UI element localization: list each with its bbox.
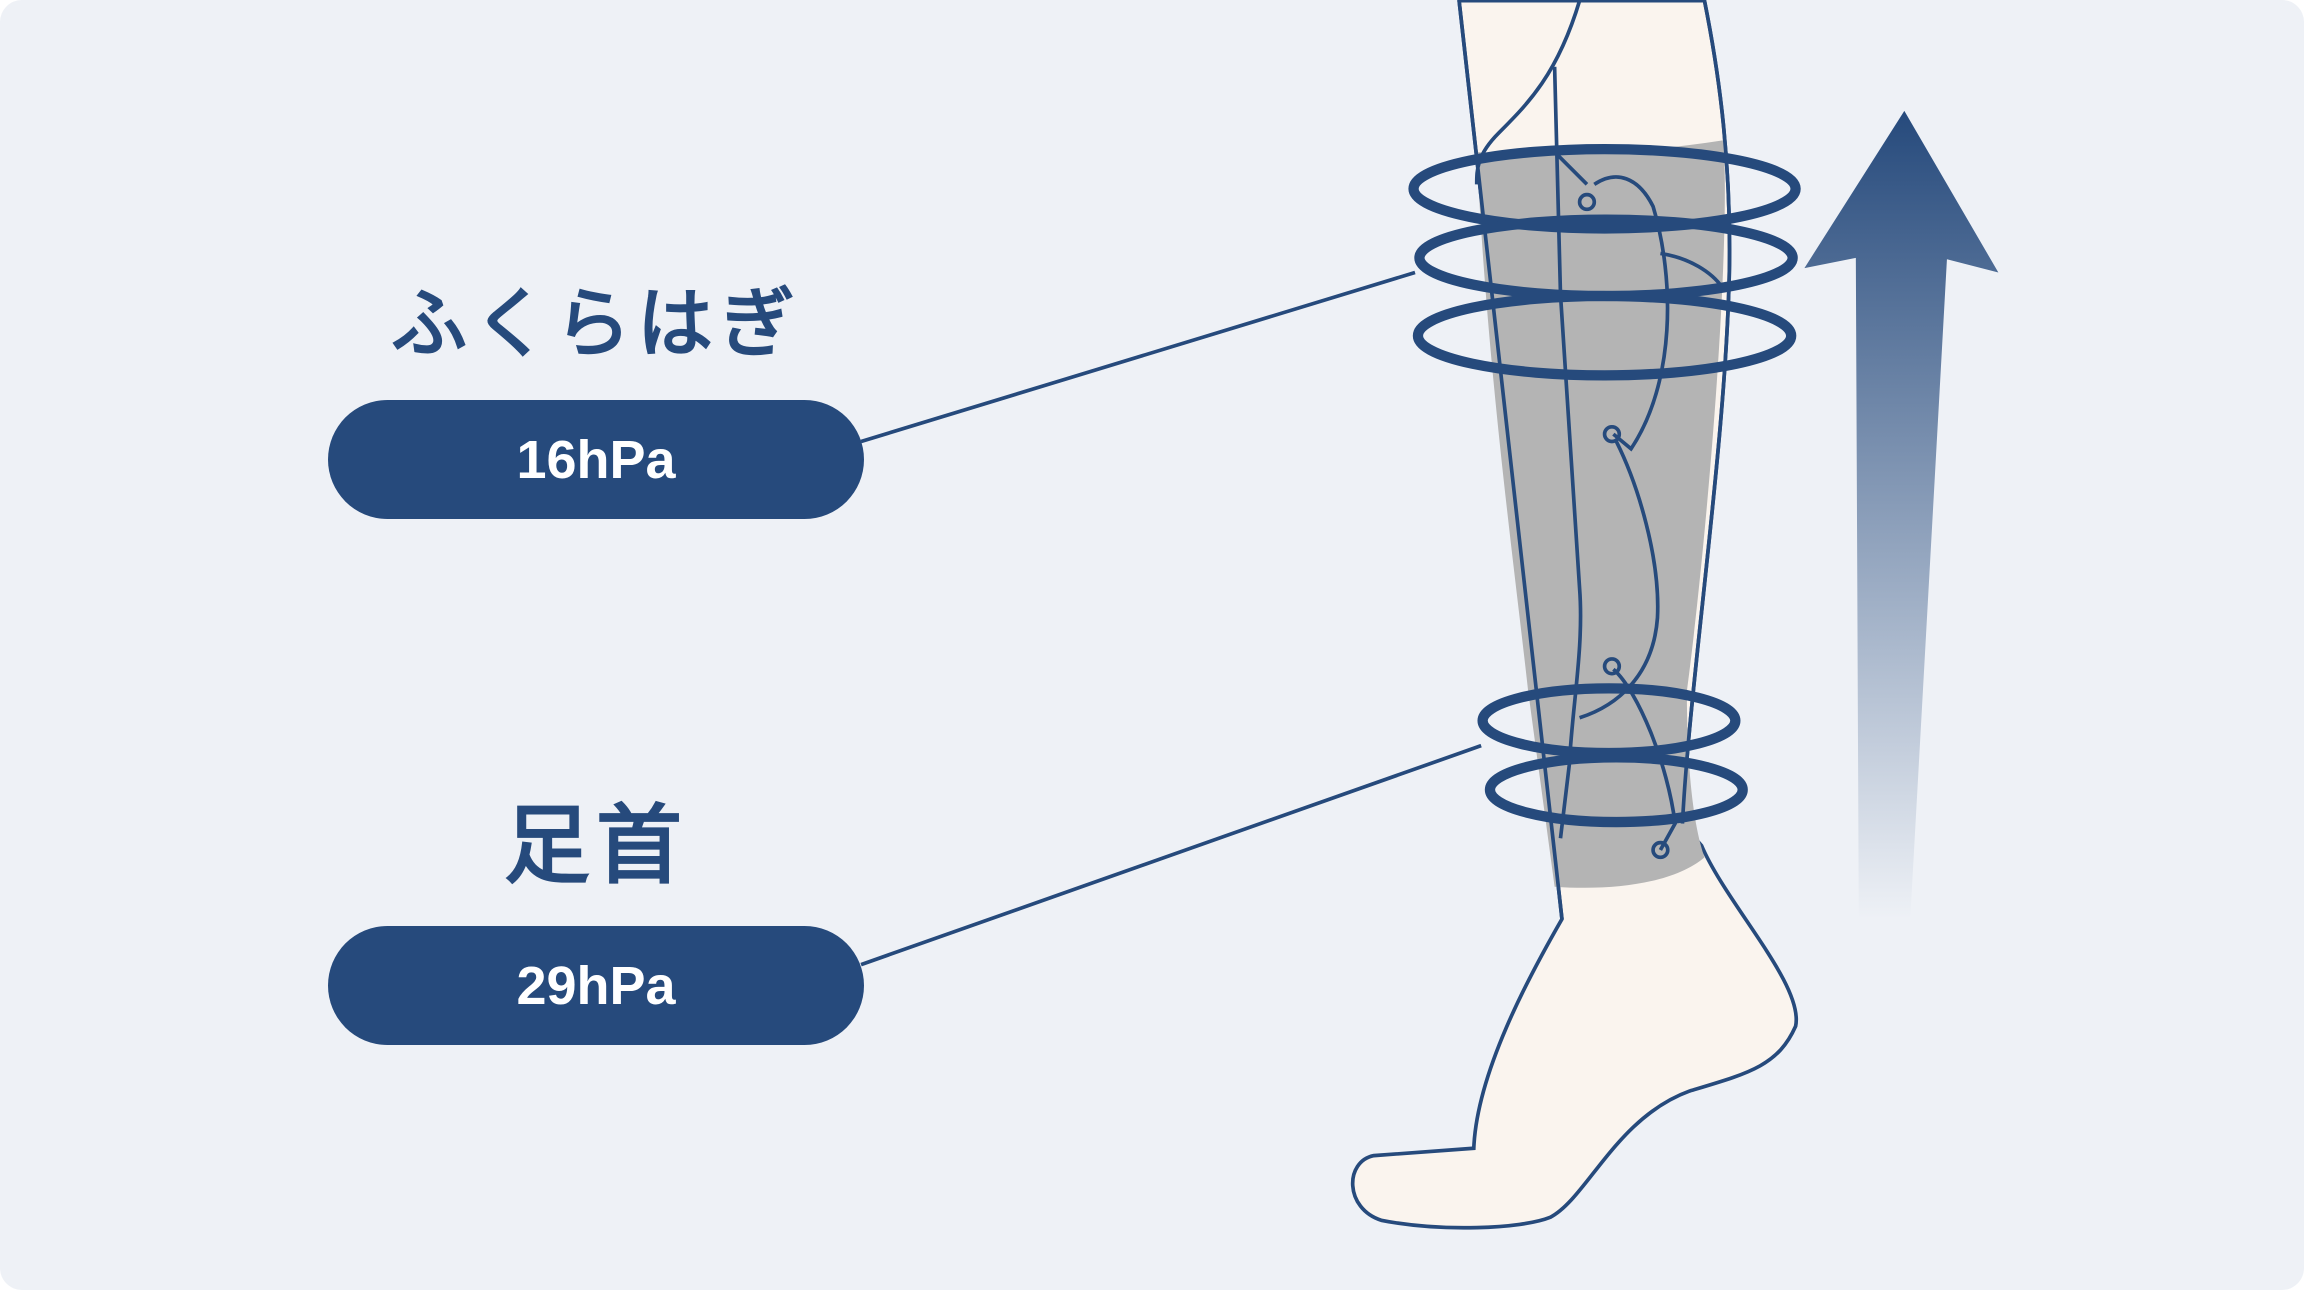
upward-flow-arrow-icon xyxy=(1804,110,1999,920)
ankle-leader-line xyxy=(860,743,1482,967)
ankle-compression-rings xyxy=(1477,683,1748,828)
calf-compression-rings xyxy=(1408,143,1801,381)
ankle-pressure-badge: 29hPa xyxy=(328,926,864,1045)
calf-label: ふくらはぎ xyxy=(391,279,801,368)
ankle-label: 足首 xyxy=(504,796,688,896)
veins xyxy=(1552,66,1724,851)
calf-pressure-badge: 16hPa xyxy=(328,400,864,519)
calf-leader-line xyxy=(860,270,1416,444)
